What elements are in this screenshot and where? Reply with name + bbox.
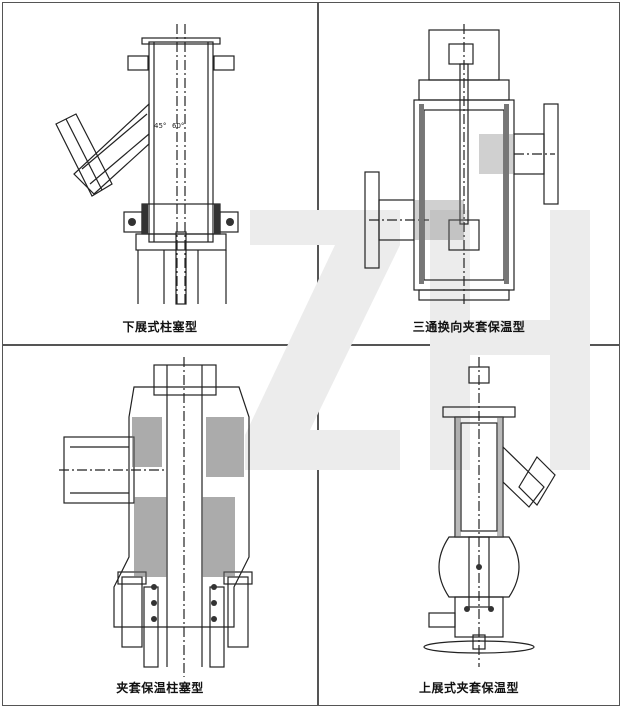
three-way-jacketed-drawing [364,24,559,304]
panel-2-caption: 三通换向夹套保温型 [412,320,526,334]
bottom-expanding-plunger-drawing: 45° 60° [55,24,239,305]
panel-top-expanding-jacketed: 上展式夹套保温型 [319,347,619,704]
top-expanding-jacketed-drawing [423,357,556,667]
panel-jacketed-plunger: 夹套保温柱塞型 [4,347,316,704]
panel-4-caption: 上展式夹套保温型 [418,681,519,695]
panel-3-caption: 夹套保温柱塞型 [116,681,204,695]
panel-1-caption: 下展式柱塞型 [122,320,198,334]
panel-bottom-expanding-plunger: 45° 60° 下展式柱塞型 [4,4,316,343]
horizontal-divider [2,344,620,346]
angle-45-label: 45° [154,122,166,130]
angle-60-label: 60° [172,122,184,130]
jacketed-plunger-drawing [59,357,253,677]
panel-three-way-jacketed: 三通换向夹套保温型 [319,4,619,343]
